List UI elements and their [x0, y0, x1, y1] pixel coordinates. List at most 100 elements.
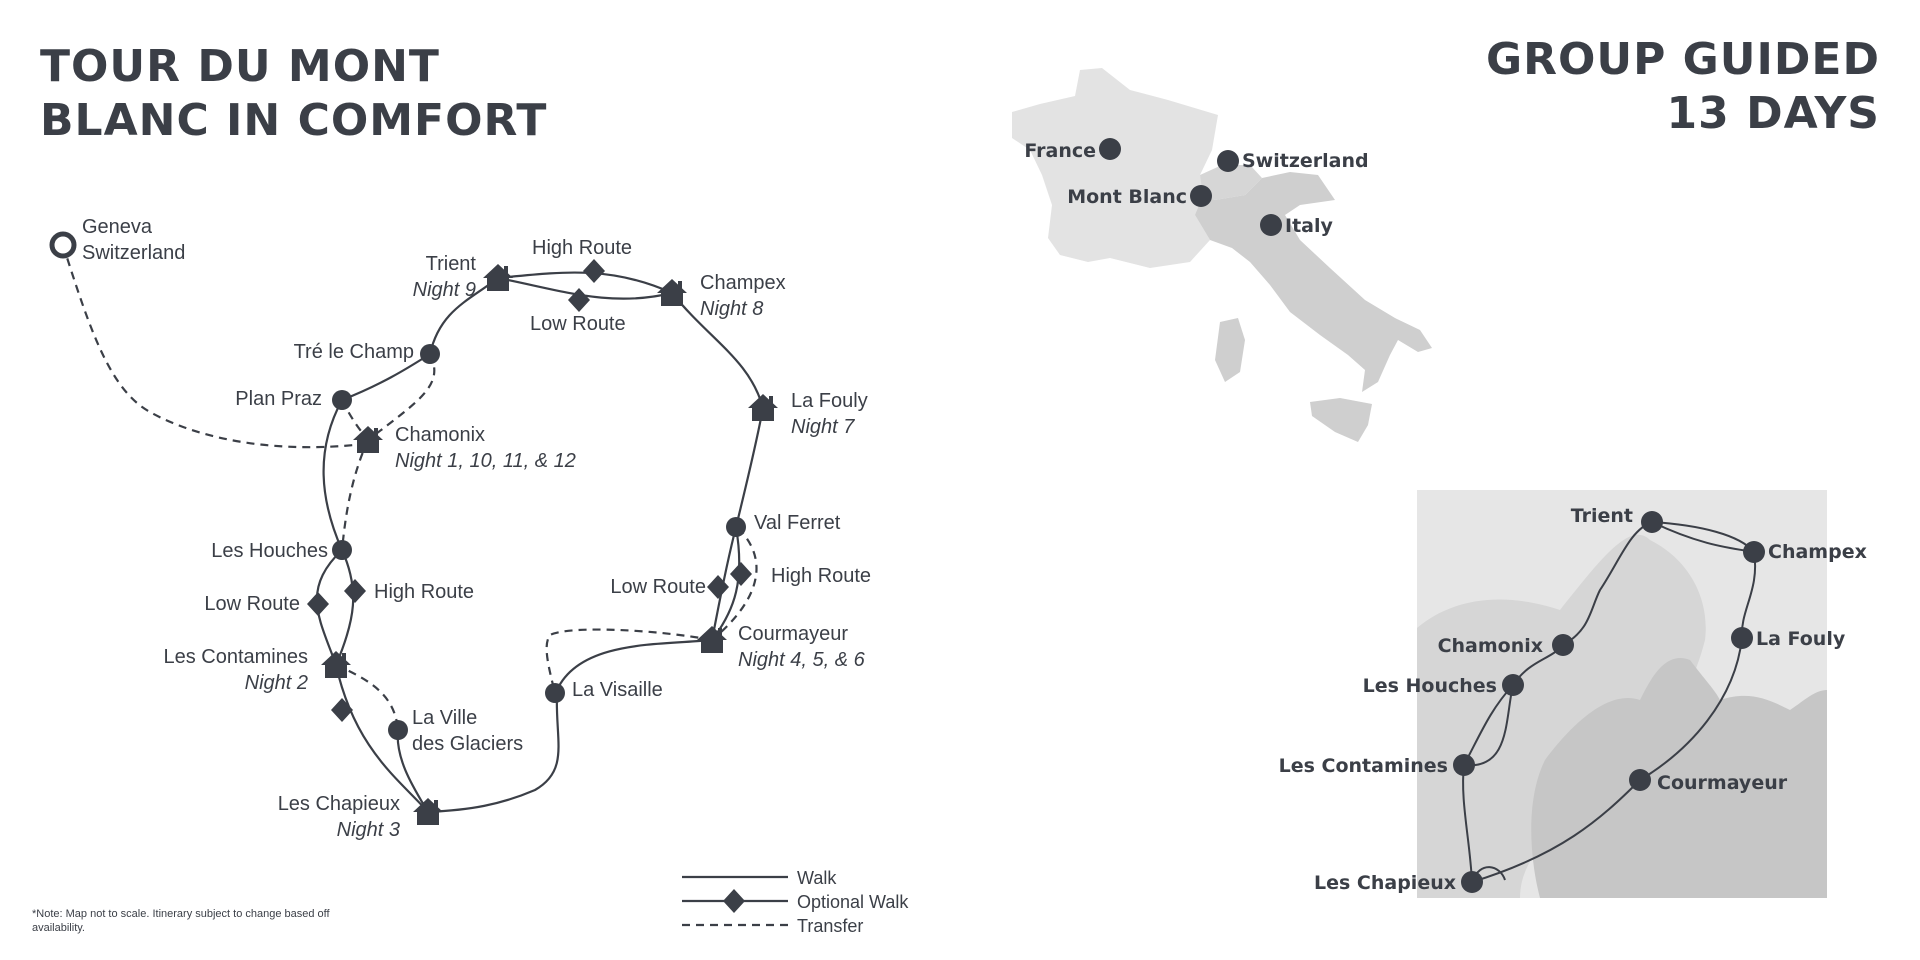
italy-marker [1260, 214, 1282, 236]
la-fouly-label: La Fouly [791, 390, 868, 412]
detail-region-dark [1531, 658, 1827, 898]
champex-house-icon [657, 279, 687, 306]
france-marker [1099, 138, 1121, 160]
tour-badge-line2: 13 DAYS [1666, 88, 1880, 139]
detail-route-chapieux-contamines [1462, 764, 1473, 883]
legend: Walk Optional Walk Transfer [682, 868, 909, 936]
les-contamines-label: Les Contamines [163, 646, 308, 668]
east-high-diamond-icon [730, 562, 752, 586]
plan-praz-marker [332, 390, 352, 410]
legend-transfer-label: Transfer [797, 916, 863, 936]
france-shape [1012, 68, 1218, 268]
transfer-valferret-courmayeur [711, 527, 758, 641]
champex-night-label: Night 8 [700, 298, 763, 320]
tre-le-champ-marker [420, 344, 440, 364]
west-low-diamond-icon [307, 592, 329, 616]
detail-les-contamines-marker [1453, 754, 1475, 776]
walk-chapieux-contamines [334, 664, 429, 813]
detail-les-contamines-label: Les Contamines [1279, 755, 1448, 777]
detail-trient-marker [1641, 511, 1663, 533]
transfer-contamines-laville [335, 663, 400, 731]
detail-champex-label: Champex [1768, 541, 1867, 563]
detail-trient-label: Trient [1571, 505, 1633, 527]
detail-courmayeur-marker [1629, 769, 1651, 791]
mont-blanc-label: Mont Blanc [1067, 186, 1187, 208]
detail-route-courmayeur-chapieux [1471, 779, 1641, 883]
north-high-route-label: High Route [532, 237, 632, 259]
les-contamines-night-label: Night 2 [245, 672, 308, 694]
tour-title-line2: BLANC IN COMFORT [40, 95, 548, 146]
legend-walk-label: Walk [797, 868, 837, 888]
la-visaille-label: La Visaille [572, 679, 663, 701]
east-low-route-label: Low Route [610, 576, 706, 598]
detail-la-fouly-marker [1731, 627, 1753, 649]
la-ville-marker [388, 720, 408, 740]
north-low-diamond-icon [568, 288, 590, 312]
mont-blanc-marker [1190, 185, 1212, 207]
walk-courmayeur-visaille [556, 638, 713, 691]
overview-map: France Switzerland Mont Blanc Italy [1012, 68, 1432, 442]
route-labels: Geneva Switzerland Trient Night 9 High R… [82, 216, 871, 841]
sicily-shape [1310, 398, 1372, 442]
la-fouly-house-icon [748, 394, 778, 421]
detail-route-lafouly-courmayeur [1639, 637, 1743, 781]
detail-les-chapieux-label: Les Chapieux [1314, 872, 1456, 894]
tour-badge: GROUP GUIDED 13 DAYS [1486, 33, 1880, 141]
chamonix-house-icon [353, 426, 383, 453]
transfer-courmayeur-visaille [545, 628, 713, 694]
east-low-diamond-icon [707, 575, 729, 599]
sardinia-shape [1215, 318, 1245, 382]
chamonix-night-label: Night 1, 10, 11, & 12 [395, 450, 576, 472]
val-ferret-label: Val Ferret [754, 512, 841, 534]
geneva-start-marker [49, 231, 77, 259]
tre-le-champ-label: Tré le Champ [294, 341, 414, 363]
plan-praz-label: Plan Praz [235, 388, 322, 410]
west-high-diamond-icon [344, 579, 366, 603]
walk-champex-lafouly [671, 292, 765, 409]
les-chapieux-label: Les Chapieux [278, 793, 400, 815]
west-low-route-label: Low Route [204, 593, 300, 615]
les-chapieux-night-label: Night 3 [337, 819, 400, 841]
disclaimer-note: *Note: Map not to scale. Itinerary subje… [32, 908, 330, 934]
trient-night-label: Night 9 [413, 279, 476, 301]
trient-label: Trient [426, 253, 477, 275]
la-fouly-night-label: Night 7 [791, 416, 855, 438]
switzerland-marker [1217, 150, 1239, 172]
tour-badge-line1: GROUP GUIDED [1485, 34, 1880, 85]
geneva-country-label: Switzerland [82, 242, 185, 264]
la-ville-label-line1: La Ville [412, 707, 477, 729]
detail-champex-marker [1743, 541, 1765, 563]
contamines-chapieux-diamond-icon [331, 698, 353, 722]
switzerland-label: Switzerland [1242, 150, 1369, 172]
west-high-route-label: High Route [374, 581, 474, 603]
north-low-route-label: Low Route [530, 313, 626, 335]
detail-chamonix-marker [1552, 634, 1574, 656]
champex-label: Champex [700, 272, 786, 294]
walk-houches-planpraz [322, 399, 344, 551]
detail-chamonix-label: Chamonix [1438, 635, 1543, 657]
les-contamines-house-icon [321, 651, 351, 678]
legend-optional-walk-label: Optional Walk [797, 892, 909, 912]
detail-la-fouly-label: La Fouly [1756, 628, 1846, 650]
italy-label: Italy [1285, 215, 1333, 237]
north-high-diamond-icon [583, 259, 605, 283]
detail-courmayeur-label: Courmayeur [1657, 772, 1788, 794]
tour-title-line1: TOUR DU MONT [40, 41, 440, 92]
tour-title: TOUR DU MONT BLANC IN COMFORT [40, 40, 547, 148]
la-ville-label-line2: des Glaciers [412, 733, 523, 755]
transfer-geneva-chamonix [61, 244, 373, 449]
la-visaille-marker [545, 683, 565, 703]
detail-les-houches-label: Les Houches [1363, 675, 1497, 697]
switzerland-shape [1200, 165, 1262, 200]
detail-route-contamines-houches-b [1463, 684, 1514, 767]
chamonix-label: Chamonix [395, 424, 485, 446]
italy-shape [1195, 172, 1432, 392]
geneva-label: Geneva [82, 216, 153, 238]
transfer-tre-chamonix [367, 353, 436, 441]
trient-house-icon [483, 264, 513, 291]
detail-region-mid [1417, 534, 1706, 898]
les-houches-marker [332, 540, 352, 560]
val-ferret-marker [726, 517, 746, 537]
legend-optional-walk-icon [723, 889, 745, 913]
